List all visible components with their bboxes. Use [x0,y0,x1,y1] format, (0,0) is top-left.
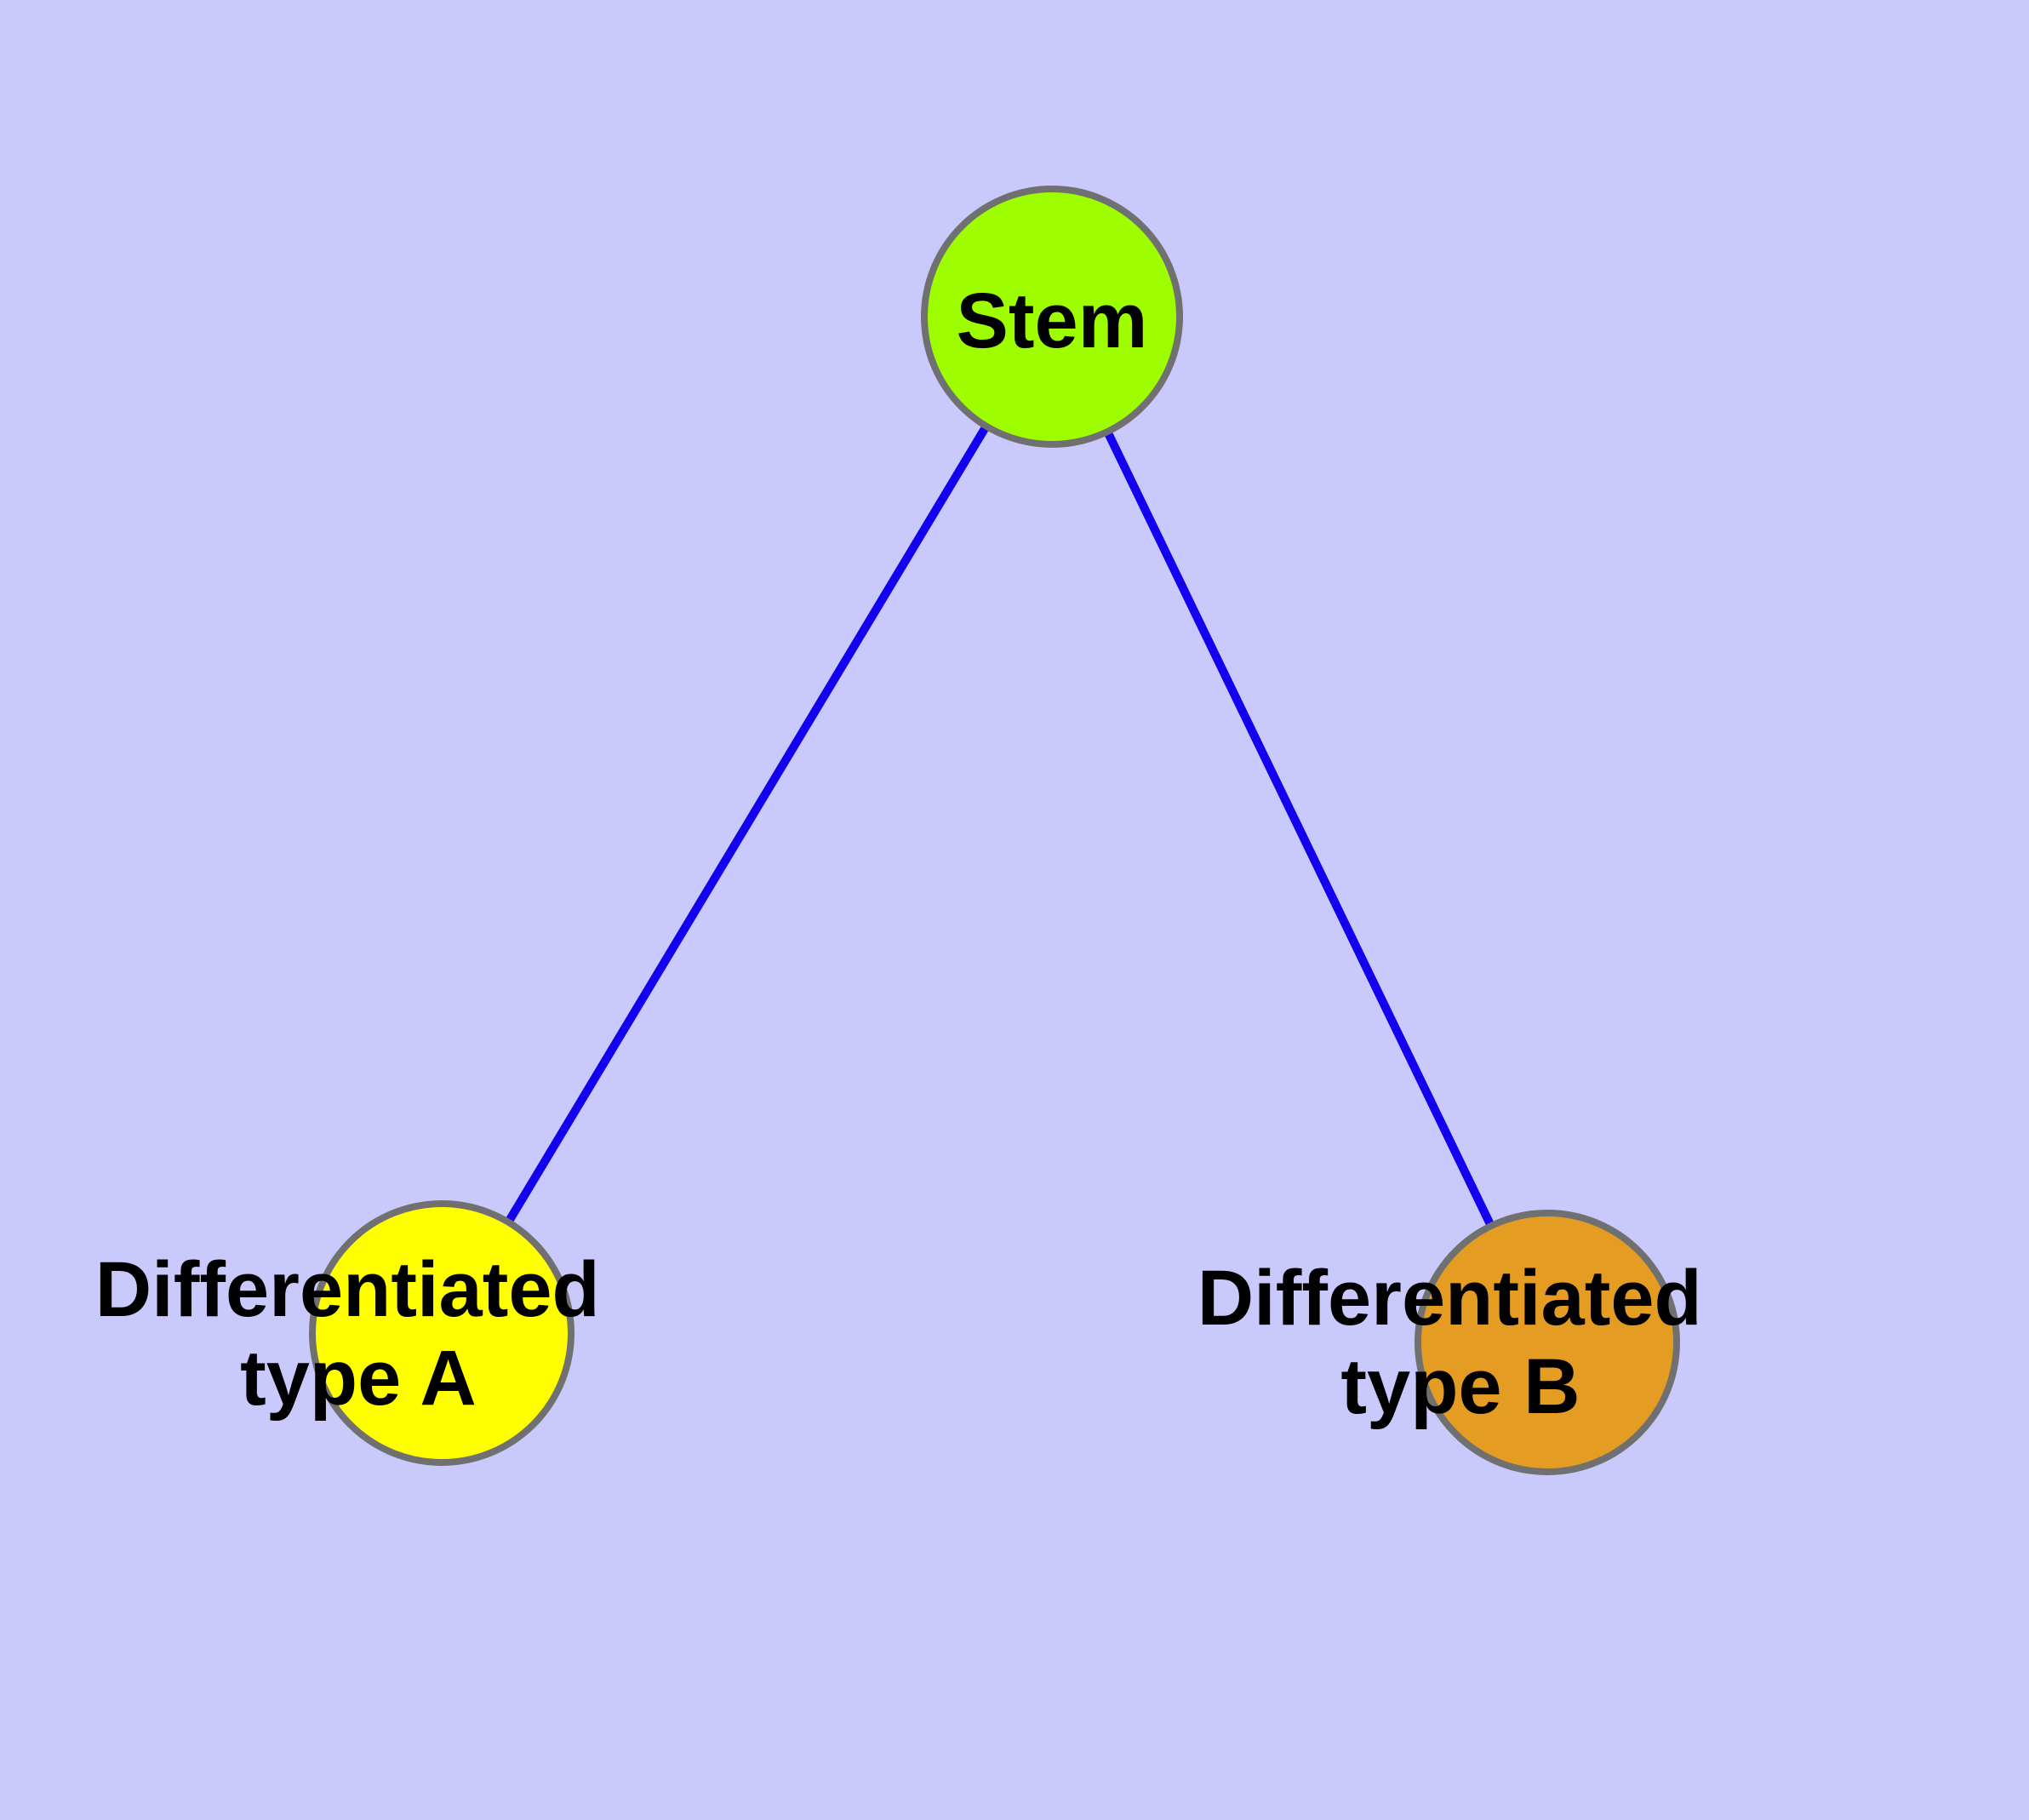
node-differentiated-type-b-label-line-1: Differentiated [1197,1255,1702,1342]
node-differentiated-type-a-circle[interactable] [309,1200,574,1466]
node-stem-circle[interactable] [921,186,1183,448]
node-differentiated-type-a-label-line-2: type A [240,1335,477,1422]
edges-layer [437,314,1552,1345]
node-differentiated-type-a-label-line-1: Differentiated [95,1246,600,1333]
node-differentiated-type-b-circle[interactable] [1415,1210,1680,1475]
node-differentiated-type-b-label-line-2: type B [1340,1343,1580,1430]
node-differentiated-type-a-label: Differentiated type A [95,1246,622,1422]
edge-stem-to-type-a[interactable] [437,314,1056,1336]
nodes-layer [309,186,1680,1475]
node-stem-label: Stem [957,278,1148,364]
labels-layer: Stem Differentiated type A Differentiate… [95,278,1724,1430]
edge-stem-to-type-b[interactable] [1048,314,1552,1345]
node-differentiated-type-b-label: Differentiated type B [1197,1255,1724,1430]
node-stem-label-line-1: Stem [957,278,1148,364]
